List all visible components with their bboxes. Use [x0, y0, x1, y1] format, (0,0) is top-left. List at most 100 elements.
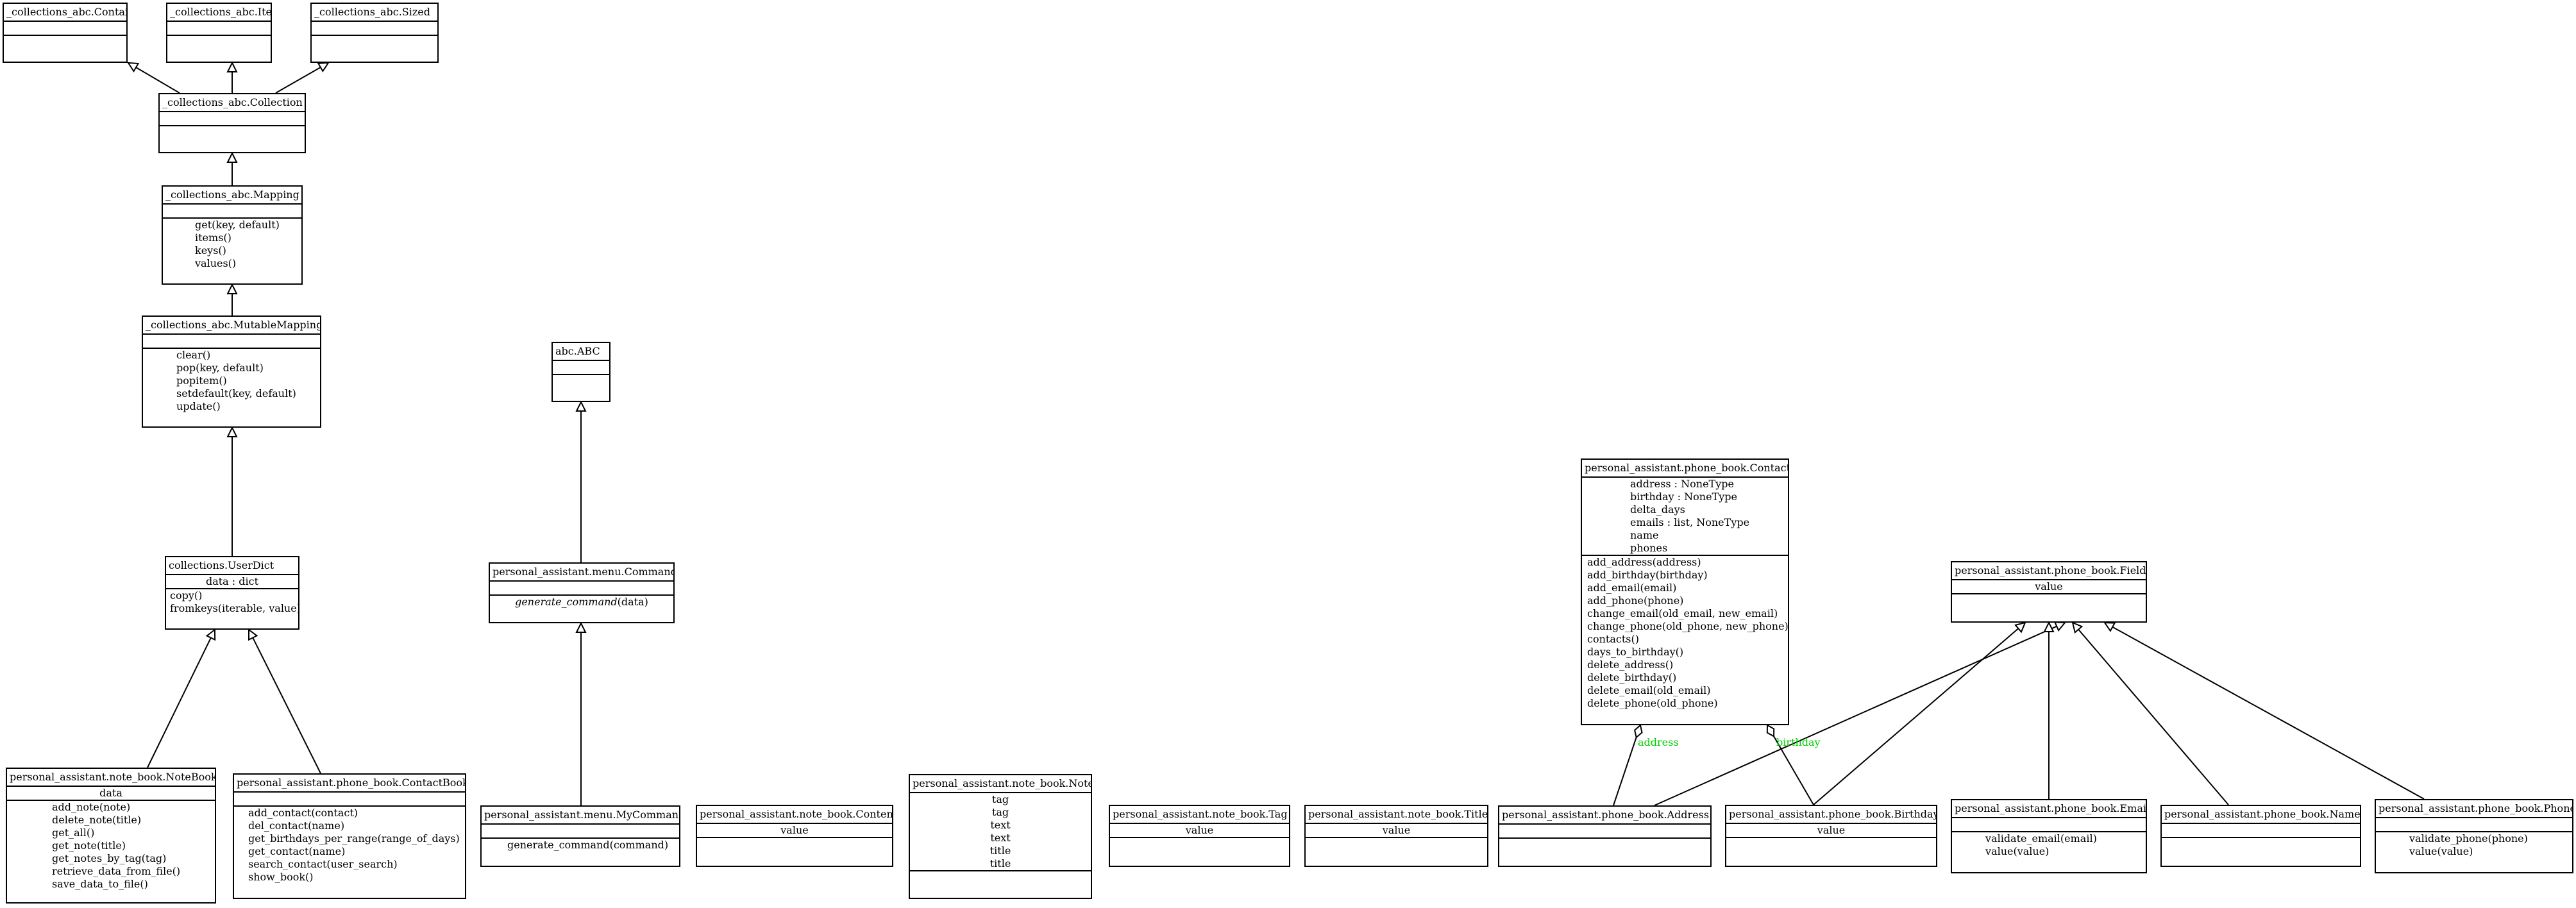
class-methods: add_note(note)delete_note(title)get_all(…	[7, 801, 215, 891]
attribute-row: text	[990, 832, 1011, 844]
inheritance-edge-mutablemapping-to-mapping	[226, 283, 238, 315]
inheritance-edge-collection-to-sized	[275, 62, 330, 94]
method-row: add_phone(phone)	[1587, 594, 1684, 607]
class-title: _collections_abc.Sized	[312, 4, 437, 22]
method-row: generate_command(data)	[490, 596, 673, 609]
class-methods	[1306, 838, 1487, 851]
method-row: validate_phone(phone)	[2409, 832, 2528, 845]
class-box-container: _collections_abc.Container	[3, 3, 128, 63]
attribute-row: birthday : NoneType	[1630, 491, 1737, 503]
method-row: add_note(note)	[52, 801, 131, 813]
class-attributes	[490, 582, 673, 596]
method-row: retrieve_data_from_file()	[52, 865, 181, 877]
method-row: change_phone(old_phone, new_phone)	[1587, 620, 1788, 632]
method-row: value(value)	[2409, 845, 2473, 857]
method-row: add_email(email)	[1587, 582, 1677, 594]
inheritance-edge-phone-to-field	[2103, 621, 2425, 800]
class-title: personal_assistant.phone_book.Contact	[1582, 460, 1788, 478]
class-methods: generate_command(command)	[482, 839, 679, 852]
method-row: get_contact(name)	[248, 845, 346, 857]
class-box-sized: _collections_abc.Sized	[310, 3, 439, 63]
class-title: personal_assistant.note_book.Tag	[1110, 806, 1289, 824]
method-row: items()	[195, 231, 232, 244]
method-row: add_address(address)	[1587, 556, 1701, 568]
method-row: keys()	[195, 244, 226, 256]
inheritance-arrowhead	[2043, 621, 2055, 632]
attribute-row: delta_days	[1630, 503, 1685, 516]
attribute-row: data : dict	[205, 575, 259, 587]
method-row: delete_email(old_email)	[1587, 684, 1711, 696]
class-attributes	[2162, 824, 2360, 838]
class-methods	[2162, 838, 2360, 851]
inheritance-arrowhead	[575, 621, 587, 633]
class-methods: get(key, default)items()keys()values()	[163, 219, 301, 270]
attribute-row: title	[989, 857, 1011, 870]
method-row: add_birthday(birthday)	[1587, 569, 1708, 581]
class-attributes: data : dict	[166, 575, 298, 589]
class-methods	[1110, 838, 1289, 851]
method-row: change_email(old_email, new_email)	[1587, 607, 1778, 619]
inheritance-edge-collection-to-iterable	[226, 61, 238, 93]
inheritance-arrowhead	[2103, 621, 2116, 632]
inheritance-arrowhead	[205, 628, 216, 641]
attribute-row: text	[990, 819, 1011, 831]
method-row: get_all()	[52, 827, 95, 839]
class-box-collection: _collections_abc.Collection	[158, 93, 306, 153]
class-methods: validate_email(email)value(value)	[1952, 832, 2146, 858]
class-attributes	[4, 22, 126, 36]
attribute-row: value	[2035, 580, 2063, 593]
class-title: personal_assistant.phone_book.Phone	[2376, 800, 2572, 818]
class-attributes	[143, 335, 320, 349]
inheritance-arrowhead	[226, 61, 238, 72]
class-attributes: value	[1306, 824, 1487, 838]
inheritance-edge-collection-to-container	[127, 62, 180, 94]
attribute-row: value	[1382, 824, 1411, 836]
inheritance-arrowhead	[226, 283, 238, 294]
class-title: personal_assistant.phone_book.Field	[1952, 562, 2146, 580]
class-methods	[4, 36, 126, 49]
class-attributes	[234, 793, 465, 807]
class-methods	[697, 838, 892, 851]
class-attributes	[160, 112, 305, 126]
method-row: setdefault(key, default)	[176, 387, 296, 399]
class-title: personal_assistant.menu.Commands	[490, 564, 673, 582]
inheritance-edge-contactbook-to-userdict	[248, 628, 321, 774]
method-row: del_contact(name)	[248, 820, 345, 832]
abstract-method-name: generate_command	[515, 596, 618, 608]
method-row: generate_command(command)	[507, 839, 669, 851]
method-row: delete_note(title)	[52, 814, 142, 826]
method-row: add_contact(contact)	[248, 807, 358, 819]
edge-label-birthday: birthday	[1776, 736, 1821, 748]
class-box-address: personal_assistant.phone_book.Address	[1498, 805, 1712, 867]
class-methods	[910, 871, 1091, 884]
class-title: _collections_abc.Iterable	[167, 4, 271, 22]
class-methods	[167, 36, 271, 49]
class-attributes: value	[1726, 824, 1936, 838]
attribute-row: tag	[991, 806, 1009, 818]
inheritance-edge-commands-to-abc	[575, 400, 587, 562]
class-methods	[1499, 839, 1710, 852]
class-attributes	[167, 22, 271, 36]
class-attributes	[553, 361, 609, 375]
class-attributes: value	[1952, 580, 2146, 594]
method-row: get_notes_by_tag(tag)	[52, 852, 167, 864]
method-row: show_book()	[248, 871, 314, 883]
class-attributes: value	[697, 824, 892, 838]
aggregation-edge-birthday-to-contact: birthday	[1766, 724, 1821, 805]
method-row: copy()	[170, 589, 203, 601]
method-row: save_data_to_file()	[52, 878, 148, 890]
class-methods: copy()fromkeys(iterable, value)	[166, 589, 298, 615]
class-title: personal_assistant.phone_book.Birthday	[1726, 806, 1936, 824]
method-row: search_contact(user_search)	[248, 858, 398, 870]
attribute-row: title	[989, 845, 1011, 857]
